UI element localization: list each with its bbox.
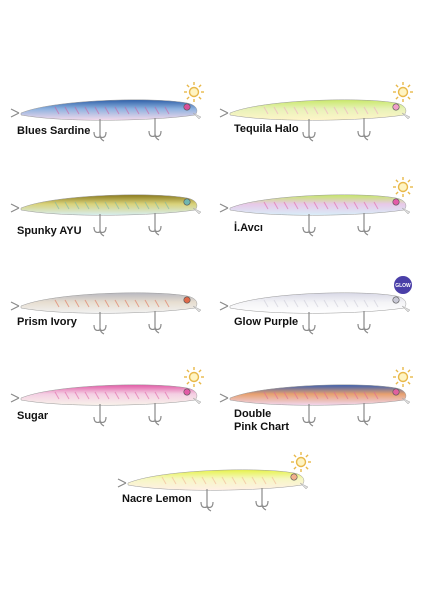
- lure-body: [20, 194, 198, 216]
- treble-hook-icon: [93, 404, 107, 427]
- product-name: İ.Avcı: [234, 222, 263, 234]
- product-name: Tequila Halo: [234, 123, 299, 135]
- lure-body: [127, 469, 305, 491]
- lure-image: [10, 292, 202, 335]
- tail-hook-icon: [219, 393, 229, 403]
- treble-hook-icon: [357, 213, 371, 236]
- product-card[interactable]: Glow Purple GLOW: [214, 276, 414, 388]
- lure-image: [117, 469, 309, 512]
- treble-hook-icon: [255, 488, 269, 511]
- treble-hook-icon: [357, 118, 371, 141]
- tail-hook-icon: [219, 203, 229, 213]
- eye-icon: [392, 296, 400, 304]
- lure-image: [10, 384, 202, 427]
- treble-hook-icon: [302, 404, 316, 427]
- eye-icon: [392, 198, 400, 206]
- lure-body: [229, 292, 407, 314]
- tail-hook-icon: [219, 108, 229, 118]
- lure-image: [219, 384, 411, 427]
- glow-badge-icon: GLOW: [394, 276, 412, 294]
- eye-icon: [392, 388, 400, 396]
- product-name: Sugar: [17, 410, 49, 422]
- tail-hook-icon: [10, 301, 20, 311]
- tail-hook-icon: [10, 108, 20, 118]
- sun-icon: [393, 82, 413, 102]
- tail-hook-icon: [10, 203, 20, 213]
- sun-icon: [184, 367, 204, 387]
- sun-icon: [393, 177, 413, 197]
- eye-icon: [183, 388, 191, 396]
- product-name: Spunky AYU: [17, 225, 82, 237]
- product-card[interactable]: Blues Sardine: [5, 82, 205, 195]
- treble-hook-icon: [357, 403, 371, 426]
- lure-body: [229, 384, 407, 406]
- sun-icon: [184, 82, 204, 102]
- eye-icon: [392, 103, 400, 111]
- eye-icon: [183, 296, 191, 304]
- lure-body: [20, 384, 198, 406]
- product-name: Prism Ivory: [17, 316, 77, 328]
- product-card[interactable]: Spunky AYU: [5, 180, 205, 290]
- product-card[interactable]: İ.Avcı: [214, 177, 414, 290]
- product-card[interactable]: Prism Ivory: [5, 278, 205, 388]
- treble-hook-icon: [148, 213, 162, 236]
- treble-hook-icon: [302, 312, 316, 335]
- sun-icon: [291, 452, 311, 472]
- product-card[interactable]: Tequila Halo: [214, 82, 414, 195]
- eye-icon: [183, 103, 191, 111]
- tail-hook-icon: [10, 393, 20, 403]
- tail-hook-icon: [219, 301, 229, 311]
- product-name: Double Pink Chart: [234, 408, 290, 433]
- treble-hook-icon: [302, 119, 316, 142]
- svg-text:GLOW: GLOW: [395, 283, 411, 289]
- treble-hook-icon: [302, 214, 316, 237]
- lure-image: [219, 194, 411, 237]
- treble-hook-icon: [93, 312, 107, 335]
- treble-hook-icon: [93, 214, 107, 237]
- treble-hook-icon: [357, 311, 371, 334]
- lure-image: [219, 99, 411, 142]
- product-card[interactable]: Nacre Lemon: [112, 452, 312, 565]
- tail-hook-icon: [117, 478, 127, 488]
- lure-body: [229, 194, 407, 216]
- lure-body: [20, 292, 198, 314]
- lure-image: [219, 292, 411, 335]
- eye-icon: [290, 473, 298, 481]
- treble-hook-icon: [148, 118, 162, 141]
- product-name: Glow Purple: [234, 316, 299, 328]
- lure-body: [229, 99, 407, 121]
- treble-hook-icon: [148, 311, 162, 334]
- product-name: Nacre Lemon: [122, 493, 192, 505]
- treble-hook-icon: [148, 403, 162, 426]
- treble-hook-icon: [200, 489, 214, 512]
- product-card[interactable]: Double Pink Chart: [214, 367, 414, 480]
- lure-image: [10, 99, 202, 142]
- product-card[interactable]: Sugar: [5, 367, 205, 480]
- treble-hook-icon: [93, 119, 107, 142]
- sun-icon: [393, 367, 413, 387]
- eye-icon: [183, 198, 191, 206]
- lure-body: [20, 99, 198, 121]
- product-name: Blues Sardine: [17, 125, 91, 137]
- lure-image: [10, 194, 202, 237]
